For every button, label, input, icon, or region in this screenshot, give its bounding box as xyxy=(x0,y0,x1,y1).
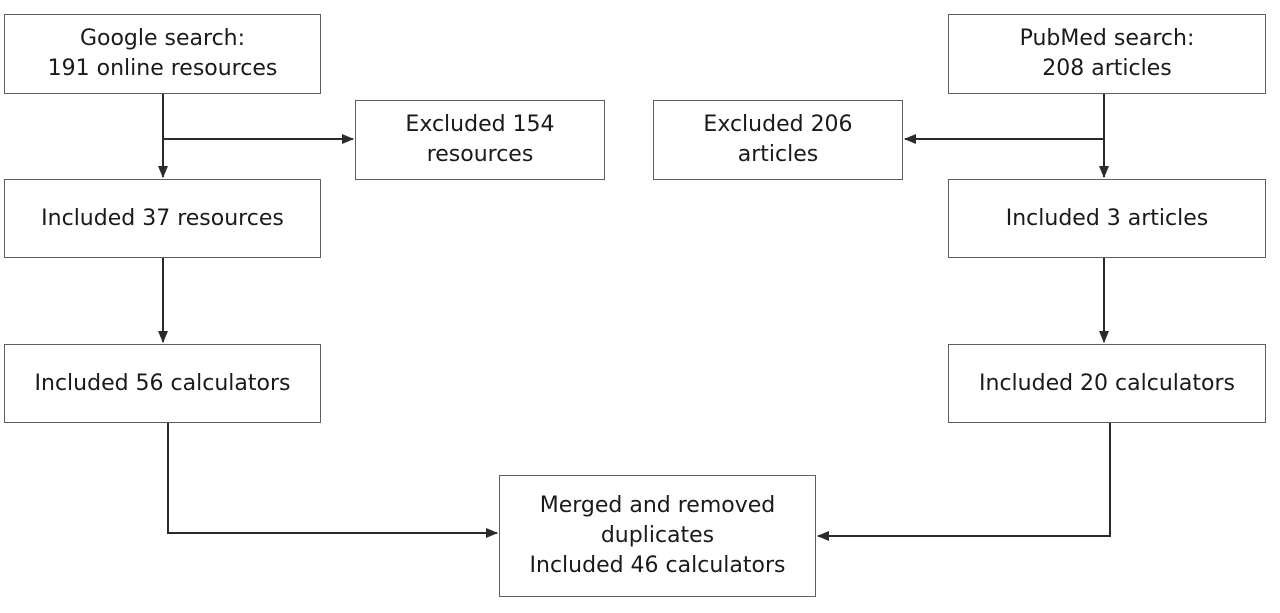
pubmed-excluded-line-1: Excluded 206 xyxy=(703,112,853,137)
google-excluded-box: Excluded 154 resources xyxy=(355,100,605,180)
google-calculators-label: Included 56 calculators xyxy=(34,370,291,396)
google-search-box: Google search: 191 online resources xyxy=(4,14,321,94)
pubmed-excluded-line-2: articles xyxy=(737,142,819,167)
pubmed-calculators-box: Included 20 calculators xyxy=(948,344,1266,423)
pubmed-search-title: PubMed search: xyxy=(1019,26,1195,51)
google-search-count: 191 online resources xyxy=(47,56,278,81)
google-search-title: Google search: xyxy=(79,26,246,51)
pubmed-included-articles-label: Included 3 articles xyxy=(1005,205,1209,231)
merged-line-2: duplicates xyxy=(600,523,715,548)
arrow-left-calculators-to-merged xyxy=(167,423,498,538)
pubmed-search-box: PubMed search: 208 articles xyxy=(948,14,1266,94)
merged-line-3: Included 46 calculators xyxy=(529,553,786,578)
merged-line-1: Merged and removed xyxy=(539,493,776,518)
google-calculators-box: Included 56 calculators xyxy=(4,344,321,423)
arrow-right-calculators-to-merged xyxy=(817,423,1111,541)
merged-box: Merged and removed duplicates Included 4… xyxy=(499,475,816,597)
google-excluded-line-1: Excluded 154 xyxy=(405,112,555,137)
pubmed-included-articles-box: Included 3 articles xyxy=(948,179,1266,258)
google-excluded-line-2: resources xyxy=(426,142,534,167)
pubmed-calculators-label: Included 20 calculators xyxy=(979,370,1235,396)
pubmed-search-count: 208 articles xyxy=(1042,56,1172,81)
google-included-resources-label: Included 37 resources xyxy=(41,205,284,231)
pubmed-excluded-box: Excluded 206 articles xyxy=(653,100,903,180)
google-included-resources-box: Included 37 resources xyxy=(4,179,321,258)
